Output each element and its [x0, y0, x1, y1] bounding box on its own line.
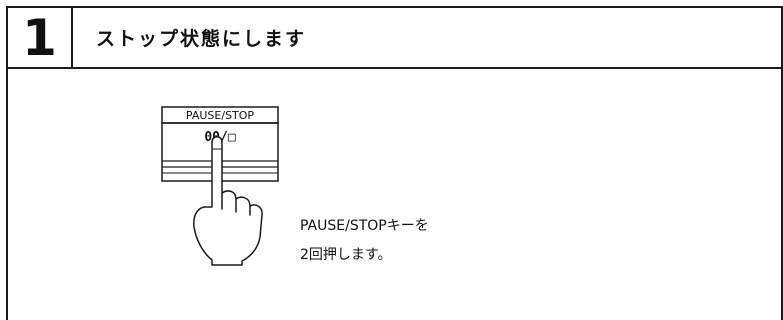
instruction-text: PAUSE/STOPキーを 2回押します。 [300, 212, 429, 270]
key-label: PAUSE/STOP [186, 109, 255, 122]
pressing-finger-icon [193, 136, 263, 266]
step-header: 1 ストップ状態にします [8, 8, 781, 69]
instruction-line-1: PAUSE/STOPキーを [300, 218, 429, 234]
step-number-box: 1 [8, 8, 73, 67]
instruction-line-2: 2回押します。 [300, 247, 392, 263]
step-panel: 1 ストップ状態にします [6, 6, 783, 320]
step-title: ストップ状態にします [96, 28, 307, 50]
pause-stop-key-illustration: PAUSE/STOP 00/□ [161, 106, 279, 266]
step-number: 1 [22, 8, 57, 67]
